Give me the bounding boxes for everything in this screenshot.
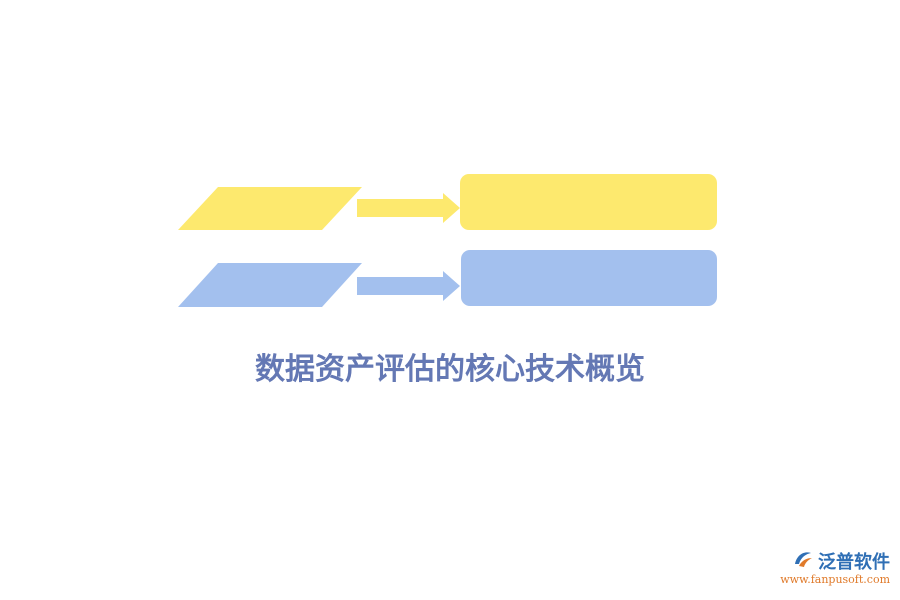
row-2-rounded-box bbox=[461, 250, 717, 306]
row-1-parallelogram bbox=[178, 187, 362, 230]
row-2-parallelogram bbox=[178, 263, 362, 307]
row-2-arrow bbox=[357, 271, 460, 301]
logo-name: 泛普软件 bbox=[818, 552, 890, 573]
fanpu-logo-icon bbox=[792, 548, 814, 574]
row-1-rounded-box bbox=[460, 174, 717, 230]
logo-row: 泛普软件 bbox=[792, 548, 890, 574]
diagram-title: 数据资产评估的核心技术概览 bbox=[255, 352, 645, 387]
brand-logo: 泛普软件 www.fanpusoft.com bbox=[780, 548, 890, 586]
logo-url: www.fanpusoft.com bbox=[780, 573, 890, 586]
diagram-row-1 bbox=[178, 174, 717, 230]
diagram-row-2 bbox=[178, 250, 717, 307]
row-1-arrow bbox=[357, 193, 460, 223]
